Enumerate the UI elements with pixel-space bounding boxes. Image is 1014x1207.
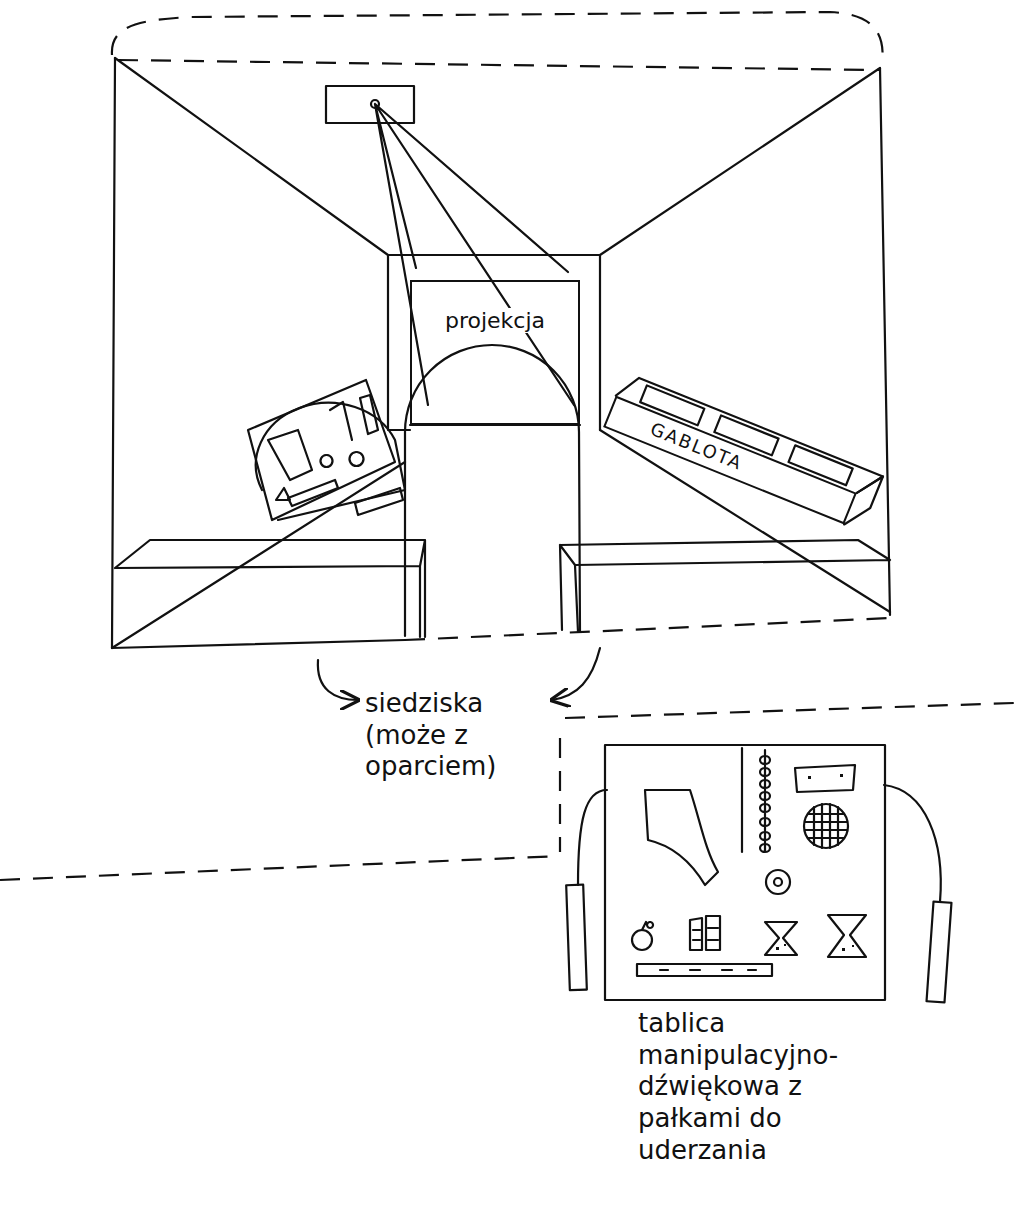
drumstick	[566, 885, 587, 991]
bench-left	[115, 540, 425, 637]
sand	[776, 944, 854, 951]
projection-beams	[375, 104, 574, 405]
seating-note: siedziska (może z oparciem)	[365, 688, 550, 783]
ceiling-edge	[118, 60, 880, 70]
beads	[760, 750, 770, 852]
projector	[326, 86, 414, 123]
string-rod	[741, 748, 743, 852]
floor-edge	[112, 640, 405, 648]
stick-cord	[884, 785, 941, 902]
hourglass	[828, 915, 866, 957]
board-note: tablica manipulacyjno-dźwiękowa z pałkam…	[638, 1008, 903, 1167]
leader-arrow	[552, 648, 600, 700]
ring	[766, 870, 790, 894]
vitrine-top	[603, 372, 883, 531]
board-bar	[355, 488, 403, 515]
bell	[632, 930, 652, 950]
ceiling-diagonal	[115, 58, 880, 255]
dots	[808, 774, 843, 779]
projection-screen: projekcja	[410, 280, 580, 425]
bar-marks	[660, 969, 756, 971]
xylophone-bar	[637, 964, 772, 976]
sound-board	[605, 745, 885, 1000]
bench-right	[560, 540, 890, 632]
leader-arrow	[318, 660, 358, 700]
stick-cord	[578, 790, 607, 885]
board-shapes	[268, 395, 378, 506]
grid-drum	[804, 804, 848, 848]
right-wall-edge	[880, 68, 890, 615]
curved-plate	[645, 790, 718, 885]
drumstick	[927, 901, 952, 1002]
section-line	[565, 703, 1014, 718]
node-text: projekcja	[442, 308, 548, 333]
bell-stem	[642, 922, 653, 930]
tubes	[690, 916, 720, 950]
floor-edge-dashed	[405, 618, 890, 640]
tilted-board	[248, 380, 395, 520]
tilted-board-stand	[256, 403, 405, 520]
ring-inner	[774, 878, 782, 886]
arch-passage	[405, 345, 580, 636]
section-line	[0, 856, 560, 880]
left-wall-edge	[112, 58, 115, 648]
back-wall	[388, 255, 600, 430]
hourglass	[765, 922, 797, 955]
section-line	[559, 738, 561, 852]
grid-lines	[805, 804, 847, 848]
note-text: tablica manipulacyjno-dźwiękowa z pałkam…	[638, 1008, 838, 1165]
rattle-plate	[795, 765, 855, 792]
ceiling-outline	[112, 12, 883, 64]
note-text: siedziska (może z oparciem)	[365, 688, 496, 781]
floor-diagonal	[112, 430, 890, 648]
